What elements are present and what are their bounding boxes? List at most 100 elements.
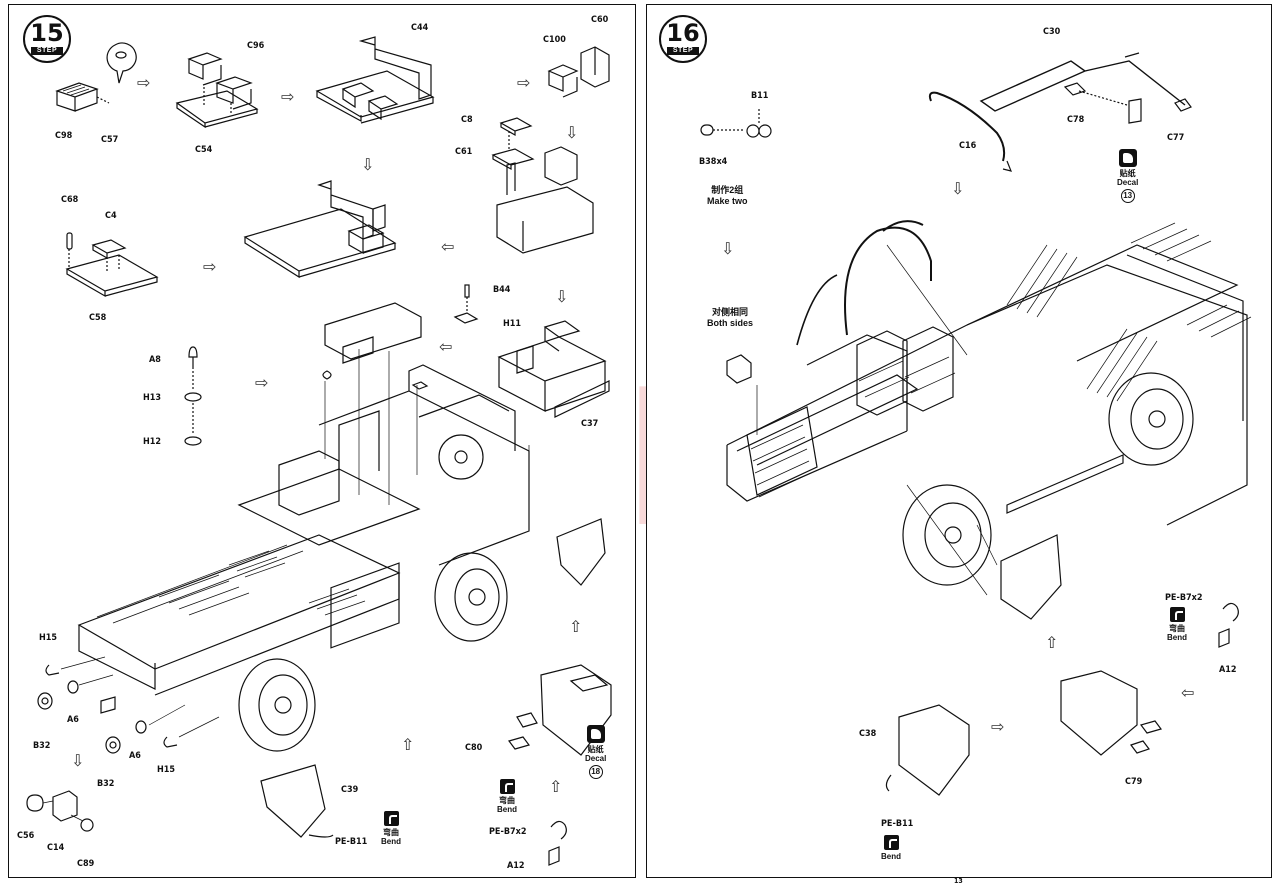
step-label: STEP — [667, 47, 699, 55]
flow-arrow-down-icon: ⇩ — [951, 179, 965, 198]
flow-arrow-up-icon: ⇧ — [401, 735, 415, 754]
part-label-c39: C39 — [341, 785, 359, 795]
flow-arrow-down-icon: ⇩ — [721, 239, 735, 258]
part-label-c68: C68 — [61, 195, 79, 205]
part-label-c56: C56 — [17, 831, 35, 841]
part-label-b44: B44 — [493, 285, 511, 295]
step-number: 16 — [666, 19, 700, 47]
part-label-b32-a: B32 — [33, 741, 51, 751]
part-label-c60: C60 — [591, 15, 609, 25]
part-label-c16: C16 — [959, 141, 977, 151]
decal-icon — [1118, 149, 1137, 167]
decal-callout: 贴纸 Decal 13 — [1117, 149, 1138, 203]
part-label-h11: H11 — [503, 319, 522, 329]
flow-arrow-right-icon: ⇨ — [203, 257, 217, 276]
part-label-c77: C77 — [1167, 133, 1185, 143]
bend-icon — [1169, 607, 1185, 622]
flow-arrow-right-icon: ⇨ — [255, 373, 269, 392]
step-16-illustration — [700, 52, 1252, 796]
decal-icon — [586, 725, 605, 743]
step-16-panel: 16 STEP B11 B38x4 C30 C16 C78 C77 C38 PE… — [646, 4, 1272, 878]
part-label-c78: C78 — [1067, 115, 1085, 125]
part-label-c100: C100 — [543, 35, 566, 45]
step-label: STEP — [31, 47, 63, 55]
decal-label-cn: 贴纸 — [587, 745, 604, 754]
bend-label-en: Bend — [497, 805, 517, 814]
both-sides-note: 对侧相同 Both sides — [707, 307, 753, 329]
make-two-note: 制作2组 Make two — [707, 185, 748, 207]
part-label-b11: B11 — [751, 91, 769, 101]
part-label-h12: H12 — [143, 437, 162, 447]
bend-label-cn: 弯曲 — [1169, 624, 1185, 633]
flow-arrow-down-icon: ⇩ — [555, 287, 569, 306]
decal-callout: 贴纸 Decal 18 — [585, 725, 606, 779]
decal-label-cn: 贴纸 — [1119, 169, 1136, 178]
bend-icon — [883, 835, 899, 850]
part-label-pe-b7x2: PE-B7x2 — [489, 827, 527, 837]
part-label-c80: C80 — [465, 743, 483, 753]
flow-arrow-down-icon: ⇩ — [71, 751, 85, 770]
part-label-h15-b: H15 — [157, 765, 176, 775]
flow-arrow-left-icon: ⇦ — [439, 337, 453, 356]
bend-label-en: Bend — [1167, 633, 1187, 642]
part-label-pe-b11: PE-B11 — [881, 819, 914, 829]
make-two-cn: 制作2组 — [711, 185, 744, 195]
part-label-a8: A8 — [149, 355, 161, 365]
bend-label-cn: 弯曲 — [499, 796, 515, 805]
bend-icon — [383, 811, 399, 826]
step-badge-15: 15 STEP — [23, 15, 71, 63]
bend-icon — [499, 779, 515, 794]
part-label-c37: C37 — [581, 419, 599, 429]
part-label-c79: C79 — [1125, 777, 1143, 787]
flow-arrow-left-icon: ⇦ — [1181, 683, 1195, 702]
both-sides-en: Both sides — [707, 318, 754, 328]
flow-arrow-up-icon: ⇧ — [569, 617, 583, 636]
bend-label-en: Bend — [381, 837, 401, 846]
part-label-c58: C58 — [89, 313, 107, 323]
bend-callout-pe-b7: 弯曲 Bend — [1167, 607, 1187, 642]
page-number: 13 — [954, 877, 963, 885]
flow-arrow-up-icon: ⇧ — [549, 777, 563, 796]
part-label-c57: C57 — [101, 135, 119, 145]
part-label-c38: C38 — [859, 729, 877, 739]
make-two-en: Make two — [707, 196, 748, 206]
flow-arrow-right-icon: ⇨ — [137, 73, 151, 92]
part-label-c44: C44 — [411, 23, 429, 33]
part-label-c30: C30 — [1043, 27, 1061, 37]
part-label-a12: A12 — [1219, 665, 1237, 675]
bend-callout-pe-b11: Bend — [881, 835, 901, 861]
part-label-c54: C54 — [195, 145, 213, 155]
flow-arrow-up-icon: ⇧ — [1045, 633, 1059, 652]
decal-label-en: Decal — [1117, 178, 1139, 187]
part-label-a6-a: A6 — [67, 715, 79, 725]
part-label-a12: A12 — [507, 861, 525, 871]
part-label-c96: C96 — [247, 41, 265, 51]
bend-callout-pe-b7: 弯曲 Bend — [497, 779, 517, 814]
part-label-a6-b: A6 — [129, 751, 141, 761]
flow-arrow-down-icon: ⇩ — [361, 155, 375, 174]
part-label-pe-b7x2: PE-B7x2 — [1165, 593, 1203, 603]
bend-label-cn: 弯曲 — [383, 828, 399, 837]
flow-arrow-right-icon: ⇨ — [517, 73, 531, 92]
flow-arrow-down-icon: ⇩ — [565, 123, 579, 142]
part-label-c4: C4 — [105, 211, 117, 221]
part-label-b32-b: B32 — [97, 779, 115, 789]
part-label-h15-a: H15 — [39, 633, 58, 643]
decal-number: 18 — [588, 765, 603, 779]
flow-arrow-right-icon: ⇨ — [281, 87, 295, 106]
part-label-c98: C98 — [55, 131, 73, 141]
part-label-pe-b11: PE-B11 — [335, 837, 368, 847]
part-label-b38x4: B38x4 — [699, 157, 728, 167]
bend-callout-pe-b11: 弯曲 Bend — [381, 811, 401, 846]
decal-label-en: Decal — [585, 754, 607, 763]
part-label-c8: C8 — [461, 115, 473, 125]
part-label-c61: C61 — [455, 147, 473, 157]
bend-label-en: Bend — [881, 852, 901, 861]
both-sides-cn: 对侧相同 — [712, 307, 749, 317]
flow-arrow-left-icon: ⇦ — [441, 237, 455, 256]
step-badge-16: 16 STEP — [659, 15, 707, 63]
part-label-h13: H13 — [143, 393, 162, 403]
part-label-c89: C89 — [77, 859, 95, 869]
part-label-c14: C14 — [47, 843, 65, 853]
step-15-panel: 15 STEP C98 C57 C54 C96 C44 C100 C60 C8 … — [8, 4, 636, 878]
